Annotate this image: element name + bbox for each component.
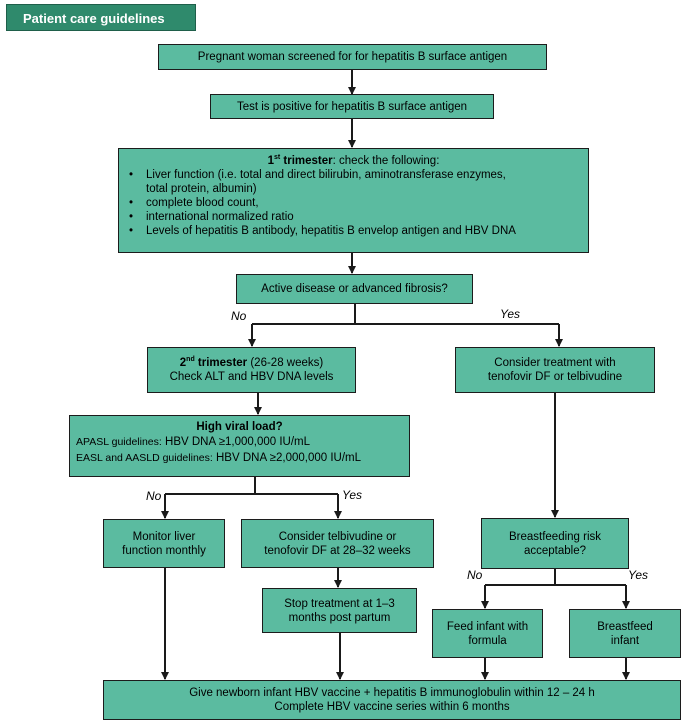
viral-load-title: High viral load? (196, 421, 283, 433)
node-active-disease: Active disease or advanced fibrosis? (236, 274, 473, 304)
node-positive-text: Test is positive for hepatitis B surface… (236, 100, 468, 113)
node-high-viral-load: High viral load? APASL guidelines: HBV D… (69, 415, 410, 477)
node-monitor-liver: Monitor liver function monthly (103, 519, 225, 568)
edge-label-active-yes: Yes (500, 307, 521, 321)
monitor-line1: Monitor liver (132, 530, 196, 543)
consider-tel-line2: tenofovir DF at 28–32 weeks (264, 544, 411, 557)
bf-risk-line1: Breastfeeding risk (508, 530, 602, 543)
node-breastfeeding-risk: Breastfeeding risk acceptable? (481, 518, 629, 569)
viral-load-easl: EASL and AASLD guidelines: HBV DNA ≥2,00… (76, 451, 409, 465)
final-line2: Complete HBV vaccine series within 6 mon… (274, 701, 510, 713)
second-trimester-suffix: (26-28 weeks) (247, 357, 324, 369)
first-trimester-checklist: Liver function (i.e. total and direct bi… (119, 168, 588, 238)
node-first-trimester: 1st trimester: check the following: Live… (118, 148, 589, 253)
node-active-text: Active disease or advanced fibrosis? (261, 283, 448, 295)
first-trimester-ordinal: 1 (267, 155, 274, 167)
first-trimester-heading: 1st trimester: check the following: (119, 154, 588, 168)
apasl-org: APASL guidelines: (76, 436, 162, 448)
first-trimester-title: trimester (280, 155, 333, 167)
node-consider-treatment: Consider treatment with tenofovir DF or … (455, 347, 655, 393)
checklist-item: international normalized ratio (119, 210, 588, 224)
edge-label-viral-no: No (146, 489, 162, 503)
second-trimester-title: trimester (194, 357, 248, 369)
consider-tel-line1: Consider telbivudine or (278, 530, 397, 543)
bf-risk-line2: acceptable? (523, 544, 587, 557)
formula-line1: Feed infant with (446, 620, 529, 633)
checklist-item: Levels of hepatitis B antibody, hepatiti… (119, 224, 588, 238)
consider-treatment-line2: tenofovir DF or telbivudine (487, 371, 623, 383)
edge-label-active-no: No (231, 309, 247, 323)
viral-load-apasl: APASL guidelines: HBV DNA ≥1,000,000 IU/… (76, 435, 409, 449)
checklist-item: Liver function (i.e. total and direct bi… (119, 168, 588, 182)
checklist-item-continued: total protein, albumin) (146, 183, 257, 195)
edge-label-bf-no: No (467, 568, 483, 582)
node-breastfeed-infant: Breastfeed infant (569, 609, 681, 658)
edge-label-bf-yes: Yes (628, 568, 649, 582)
node-feed-formula: Feed infant with formula (432, 609, 543, 658)
checklist-item: complete blood count, (119, 196, 588, 210)
node-consider-telbivudine: Consider telbivudine or tenofovir DF at … (241, 519, 434, 568)
stop-line2: months post partum (288, 611, 391, 624)
first-trimester-suffix: : check the following: (332, 155, 440, 167)
breastfeed-line2: infant (610, 634, 640, 647)
breastfeed-line1: Breastfeed (597, 620, 653, 633)
node-newborn-vaccine: Give newborn infant HBV vaccine + hepati… (103, 680, 681, 720)
second-trimester-ordinal: 2 (179, 357, 187, 369)
stop-line1: Stop treatment at 1–3 (284, 597, 395, 610)
second-trimester-heading: 2nd trimester (26-28 weeks) (180, 356, 323, 370)
monitor-line2: function monthly (122, 544, 206, 557)
first-trimester-sup: st (273, 154, 281, 162)
apasl-value: HBV DNA ≥1,000,000 IU/mL (161, 436, 311, 448)
node-screening-text: Pregnant woman screened for for hepatiti… (197, 51, 508, 63)
easl-value: HBV DNA ≥2,000,000 IU/mL (212, 452, 362, 464)
node-positive-test: Test is positive for hepatitis B surface… (210, 94, 494, 119)
node-stop-treatment: Stop treatment at 1–3 months post partum (262, 588, 417, 633)
node-second-trimester: 2nd trimester (26-28 weeks) Check ALT an… (147, 347, 356, 393)
node-screening: Pregnant woman screened for for hepatiti… (158, 44, 547, 70)
final-line1: Give newborn infant HBV vaccine + hepati… (189, 687, 595, 699)
consider-treatment-line1: Consider treatment with (494, 357, 616, 369)
second-trimester-sup: nd (186, 356, 195, 364)
formula-line2: formula (468, 634, 507, 647)
easl-org: EASL and AASLD guidelines: (76, 452, 213, 464)
header-title: Patient care guidelines (6, 4, 196, 31)
edge-label-viral-yes: Yes (342, 488, 363, 502)
second-trimester-line2: Check ALT and HBV DNA levels (169, 371, 334, 383)
